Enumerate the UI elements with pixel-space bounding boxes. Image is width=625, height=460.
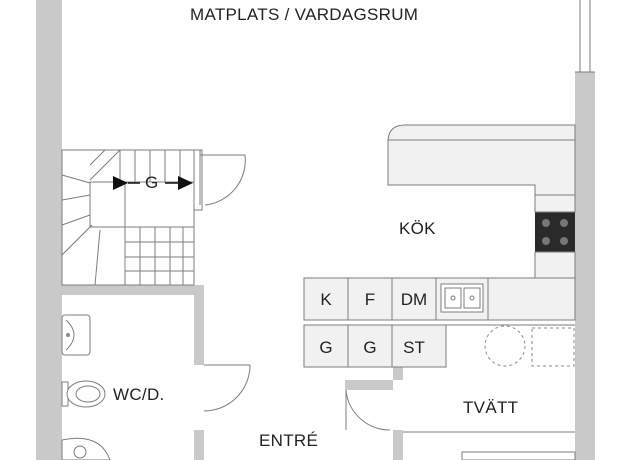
kitchen-lower-counter — [303, 277, 576, 321]
stair-step — [61, 194, 91, 201]
laundry-bottom-counter — [461, 451, 576, 460]
staircase — [61, 149, 195, 286]
kitchen-upper-counter — [387, 124, 576, 196]
stair-step — [94, 229, 101, 286]
stair-newel — [89, 181, 126, 228]
stair-step — [61, 174, 91, 184]
cabinet-label: F — [364, 290, 376, 309]
laundry-door-swing — [345, 389, 391, 431]
washer-outline — [484, 325, 526, 367]
right-exterior-wall — [575, 72, 595, 460]
stair-arrow-icon — [113, 176, 128, 190]
sink-fixture — [61, 314, 91, 356]
kitchen-side-counter — [534, 194, 576, 213]
room-label-living-dining: MATPLATS / VARDAGSRUM — [190, 5, 419, 24]
wc-top-wall — [62, 285, 194, 295]
sink-bowl — [65, 319, 75, 351]
faucet-icon — [66, 333, 70, 337]
left-exterior-wall — [36, 0, 62, 460]
stair-step — [89, 149, 106, 166]
sink-basin — [444, 287, 462, 309]
cupboard-door-swing — [200, 154, 246, 206]
room-label-laundry: TVÄTT — [463, 398, 519, 417]
stair-outline — [61, 149, 195, 286]
stair-label: G — [145, 173, 159, 192]
sink — [440, 283, 484, 313]
cabinet-label: G — [319, 338, 333, 357]
cabinet-label: ST — [403, 338, 425, 357]
wc-door-swing — [203, 364, 251, 412]
stove-burner — [560, 237, 568, 245]
cabinet-label: G — [363, 338, 377, 357]
stove-burner — [542, 237, 550, 245]
stair-arrow-icon — [178, 176, 193, 190]
sink-basin — [463, 287, 481, 309]
cabinet-label: K — [320, 290, 332, 309]
cupboard-frame — [193, 149, 203, 211]
sink-drain — [469, 295, 475, 301]
laundry-left-wall-lower — [393, 430, 403, 460]
stair-step — [89, 149, 121, 181]
toilet-seat — [75, 385, 101, 403]
kitchen-side-counter — [534, 251, 576, 279]
sink-drain — [450, 295, 456, 301]
wc-right-wall-upper — [194, 285, 204, 365]
stove-burner — [542, 219, 550, 227]
wc-right-wall-lower — [194, 430, 204, 460]
stair-step — [61, 214, 91, 226]
entrance-partition — [345, 380, 393, 390]
cabinet-label: DM — [400, 290, 428, 309]
shower-fixture — [61, 437, 111, 460]
stove — [535, 212, 575, 252]
shower-drain — [73, 445, 87, 459]
toilet-bowl — [66, 380, 106, 408]
room-label-wc: WC/D. — [113, 385, 165, 404]
dryer-outline — [531, 327, 575, 367]
tall-cabinets — [303, 324, 447, 368]
stair-step — [61, 224, 93, 256]
stove-burner — [560, 219, 568, 227]
room-label-entrance: ENTRÉ — [259, 431, 319, 450]
room-label-kitchen: KÖK — [399, 219, 436, 238]
